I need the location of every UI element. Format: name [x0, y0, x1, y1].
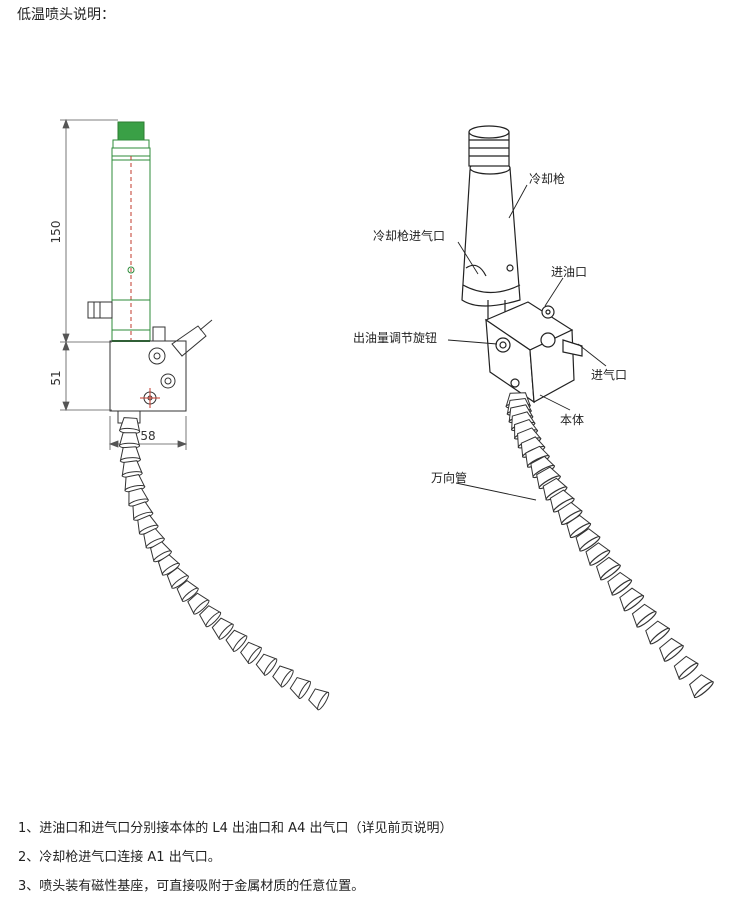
hose-segment [176, 580, 199, 602]
note-1: 1、进油口和进气口分别接本体的 L4 出油口和 A4 出气口（详见前页说明） [18, 821, 453, 836]
hose-segment [645, 620, 671, 645]
body-block-drawing [109, 319, 213, 412]
label-gun-air-inlet: 冷却枪进气口 [373, 228, 445, 243]
isometric-illustration [461, 125, 714, 699]
label-hose: 万向管 [431, 470, 467, 485]
side-fitting-drawing [87, 301, 113, 319]
label-cooling-gun: 冷却枪 [529, 171, 565, 186]
hose-segment [272, 665, 294, 688]
hose-segment [289, 676, 311, 700]
note-3: 3、喷头装有磁性基座，可直接吸附于金属材质的任意位置。 [18, 879, 365, 894]
label-oil-knob: 出油量调节旋钮 [353, 330, 437, 345]
hose-segment [585, 542, 611, 566]
dimension-58: 58 [140, 429, 155, 443]
body-3d [484, 301, 583, 404]
hose-segment [673, 655, 699, 680]
hose-segment [557, 501, 583, 526]
hose-segment [157, 554, 181, 576]
hose-segment [689, 674, 714, 699]
technical-drawing: 150 51 58 [49, 118, 213, 450]
cooling-gun-3d [461, 125, 521, 322]
hose-segment [199, 605, 222, 628]
hose-segment [118, 417, 141, 435]
hose-segment [121, 460, 143, 478]
hose-segment [631, 603, 657, 628]
callout-labels: 冷却枪 冷却枪进气口 进油口 出油量调节旋钮 进气口 本体 万向管 [353, 171, 627, 485]
hose-segment [137, 514, 159, 535]
label-body: 本体 [560, 413, 584, 427]
hose-3d [505, 392, 714, 699]
hose-segment [542, 477, 568, 501]
hose-segment [659, 637, 684, 662]
label-air-inlet: 进气口 [591, 367, 627, 382]
hose-segment [240, 641, 262, 665]
hose-segment [187, 592, 210, 615]
dimension-150: 150 [49, 221, 63, 244]
hose-segment [607, 571, 633, 596]
hose-segment [255, 653, 278, 676]
hose-segment [308, 688, 330, 711]
hose-segment [128, 487, 149, 507]
notes-list: 1、进油口和进气口分别接本体的 L4 出油口和 A4 出气口（详见前页说明） 2… [18, 814, 452, 901]
hose-segment [166, 567, 190, 589]
hose-segment [132, 501, 154, 521]
page-title: 低温喷头说明： [17, 7, 115, 23]
hose-segment [211, 617, 234, 640]
hose-segment [225, 629, 248, 653]
hose-segment [149, 541, 173, 563]
hose-segment [143, 527, 166, 549]
label-oil-inlet: 进油口 [551, 265, 587, 279]
hose-segment [575, 528, 601, 552]
leader-lines [447, 184, 607, 501]
note-2: 2、冷却枪进气口连接 A1 出气口。 [18, 850, 221, 865]
hose-segment [595, 556, 621, 581]
dimension-51: 51 [49, 370, 63, 385]
hose-segment [566, 514, 592, 539]
cooling-gun-drawing [111, 121, 151, 342]
dimension-lines [60, 118, 188, 450]
hose-segment [118, 432, 141, 449]
hose-left [118, 417, 330, 711]
hose-segment [619, 587, 645, 612]
hose-segment [124, 474, 146, 493]
